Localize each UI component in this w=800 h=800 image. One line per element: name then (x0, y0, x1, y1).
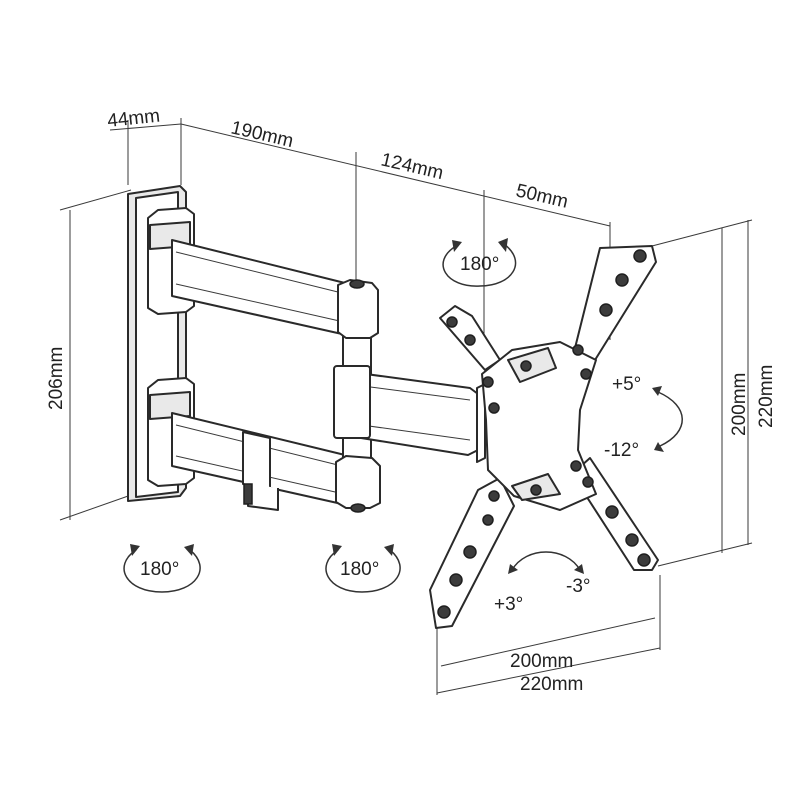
tilt-down-label: -12° (604, 440, 639, 461)
rotate-symbol: +3° -3° (494, 551, 591, 615)
swivel-middle-label: 180° (340, 559, 379, 580)
plate-depth-label: 44mm (106, 106, 161, 132)
tilt-up-label: +5° (612, 374, 641, 395)
rotation-symbol-wall: 180° (123, 544, 201, 593)
articulating-arms (171, 239, 479, 513)
rotate-plus-label: +3° (494, 594, 523, 615)
arm-1-label: 190mm (229, 117, 295, 152)
vesa-plate (429, 245, 659, 629)
vesa-horizontal-outer-label: 220mm (520, 674, 583, 695)
swivel-wall-label: 180° (140, 559, 179, 580)
dimension-lines (59, 118, 753, 695)
swivel-head-label: 180° (460, 254, 499, 275)
vesa-vertical-inner-label: 200mm (729, 373, 750, 436)
wall-plate-height-label: 206mm (46, 347, 67, 410)
rotate-minus-label: -3° (566, 576, 591, 597)
vesa-vertical-outer-label: 220mm (756, 365, 777, 428)
vesa-horizontal-inner-label: 200mm (510, 651, 573, 672)
vesa-holes (437, 249, 651, 619)
arm-3-label: 50mm (514, 180, 570, 212)
tilt-symbol: +5° -12° (604, 374, 683, 461)
rotation-symbol-head: 180° (442, 238, 517, 287)
rotation-symbol-middle: 180° (325, 544, 401, 593)
